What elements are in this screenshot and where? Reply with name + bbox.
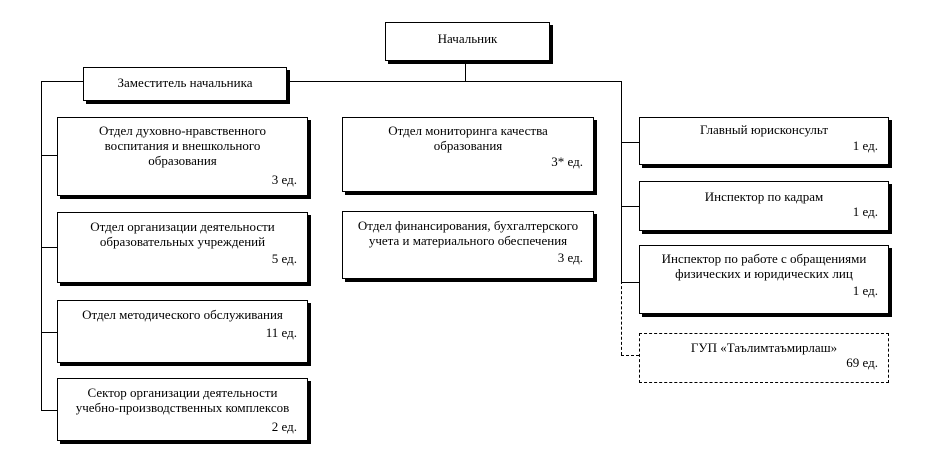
right-trunk-dashed-line <box>621 281 622 355</box>
position-title: Инспектор по кадрам <box>704 189 824 204</box>
right-branch-1 <box>621 142 639 143</box>
position-units: 1 ед. <box>852 204 878 219</box>
dept-box: Отдел финансирования, бухгалтерского уче… <box>342 211 594 279</box>
dept-title: Отдел духовно-нравственного воспитания и… <box>98 123 267 168</box>
position-box: Инспектор по кадрам 1 ед. <box>639 181 889 231</box>
dept-title: Отдел методического обслуживания <box>82 307 283 322</box>
dept-title: Отдел мониторинга качества образования <box>388 123 548 153</box>
position-units: 1 ед. <box>852 138 878 153</box>
deputy-title: Заместитель начальника <box>117 75 253 90</box>
dept-units: 3 ед. <box>271 172 297 187</box>
position-title: Инспектор по работе с обращениями физиче… <box>661 251 867 281</box>
dept-box: Отдел методического обслуживания 11 ед. <box>57 300 308 363</box>
position-units: 1 ед. <box>852 283 878 298</box>
position-box: Инспектор по работе с обращениями физиче… <box>639 245 889 314</box>
right-branch-4-dashed <box>621 355 639 356</box>
left-branch-3 <box>41 332 57 333</box>
dept-title: Сектор организации деятельности учебно-п… <box>75 385 290 415</box>
enterprise-units: 69 ед. <box>846 355 878 370</box>
right-trunk-line <box>621 81 622 281</box>
dept-title: Отдел организации деятельности образоват… <box>90 219 275 249</box>
dept-units: 3* ед. <box>551 154 583 169</box>
dept-title: Отдел финансирования, бухгалтерского уче… <box>357 218 579 248</box>
right-branch-3 <box>621 282 639 283</box>
left-branch-2 <box>41 247 57 248</box>
deputy-box: Заместитель начальника <box>83 67 287 101</box>
dept-box: Отдел мониторинга качества образования 3… <box>342 117 594 192</box>
dept-units: 3 ед. <box>557 250 583 265</box>
dept-units: 5 ед. <box>271 251 297 266</box>
dept-box: Отдел организации деятельности образоват… <box>57 212 308 283</box>
chief-title: Начальник <box>437 31 498 46</box>
enterprise-box: ГУП «Таълимтаъмирлаш» 69 ед. <box>639 333 889 383</box>
right-branch-2 <box>621 206 639 207</box>
dept-units: 2 ед. <box>271 419 297 434</box>
left-trunk-line <box>41 81 42 411</box>
chief-box: Начальник <box>385 22 550 61</box>
left-branch-1 <box>41 155 57 156</box>
dept-units: 11 ед. <box>265 325 297 340</box>
position-box: Главный юрисконсульт 1 ед. <box>639 117 889 165</box>
top-horizontal-line <box>287 81 622 82</box>
position-title: Главный юрисконсульт <box>699 122 828 137</box>
enterprise-title: ГУП «Таълимтаъмирлаш» <box>690 340 838 355</box>
dept-box: Отдел духовно-нравственного воспитания и… <box>57 117 308 196</box>
chief-down-line <box>465 62 466 82</box>
left-branch-4 <box>41 410 57 411</box>
deputy-left-line <box>41 81 83 82</box>
dept-box: Сектор организации деятельности учебно-п… <box>57 378 308 441</box>
